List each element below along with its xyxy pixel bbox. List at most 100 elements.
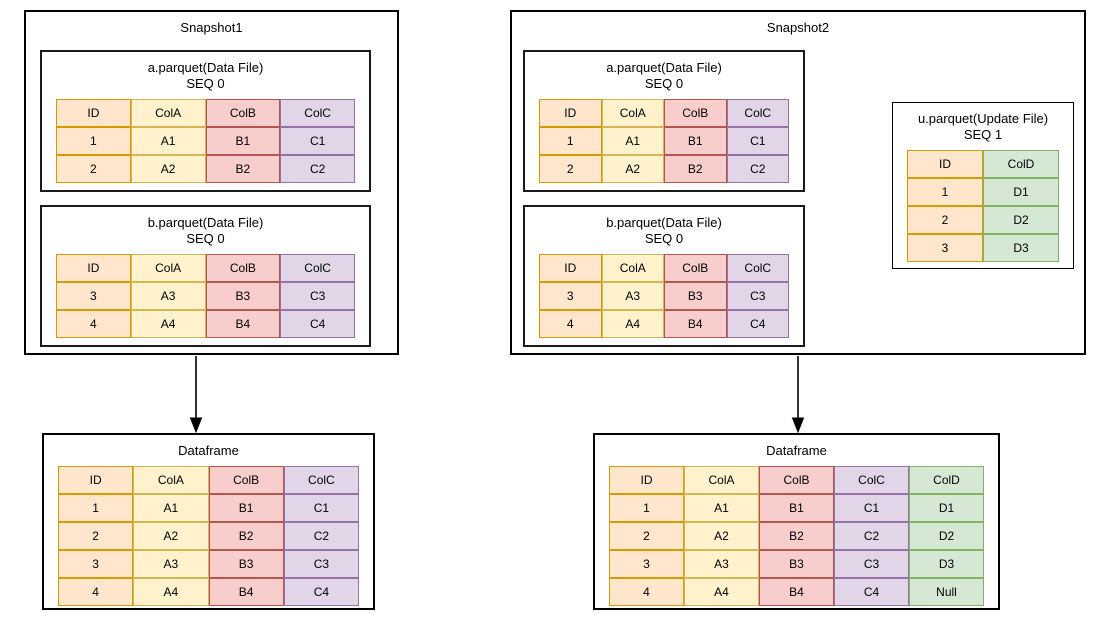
table-cell: A2	[684, 522, 759, 550]
file-a-title: a.parquet(Data File)	[606, 60, 722, 75]
table-cell: 2	[907, 206, 983, 234]
table-cell: 3	[58, 550, 134, 578]
column-header-cell: ColC	[726, 99, 789, 127]
table-cell: 2	[56, 155, 131, 183]
file-b-title: b.parquet(Data File)	[606, 215, 722, 230]
table-cell: C4	[280, 310, 355, 338]
update-file-seq: SEQ 1	[963, 127, 1003, 142]
table-cell: A1	[601, 127, 664, 155]
column-header-cell: ID	[907, 150, 983, 178]
table-cell: C3	[283, 550, 359, 578]
table-cell: B3	[759, 550, 834, 578]
table-cell: A4	[130, 310, 206, 338]
table-cell: A2	[130, 155, 206, 183]
table-cell: A3	[601, 282, 664, 310]
table-cell: C2	[280, 155, 355, 183]
table-cell: 1	[907, 178, 983, 206]
column-header-cell: ColD	[983, 150, 1059, 178]
column-header-cell: ColB	[205, 99, 281, 127]
column-header-cell: ID	[609, 466, 684, 494]
table-cell: B1	[759, 494, 834, 522]
table-cell: 1	[539, 127, 602, 155]
table-cell: A1	[130, 127, 206, 155]
table-cell: A3	[684, 550, 759, 578]
table-cell: A4	[684, 578, 759, 606]
column-header-cell: ID	[539, 99, 602, 127]
column-header-cell: ColB	[759, 466, 834, 494]
column-header-cell: ColC	[280, 254, 355, 282]
table-cell: Null	[909, 578, 984, 606]
table-cell: B4	[664, 310, 727, 338]
table-cell: 1	[56, 127, 131, 155]
table-cell: 4	[56, 310, 131, 338]
snapshot1-title: Snapshot1	[180, 20, 243, 35]
file-a-seq: SEQ 0	[644, 76, 684, 91]
column-header-cell: ID	[56, 99, 131, 127]
file-b-seq: SEQ 0	[644, 231, 684, 246]
table-cell: 4	[609, 578, 684, 606]
table-cell: 4	[539, 310, 602, 338]
table-cell: C2	[283, 522, 359, 550]
table-cell: B1	[208, 494, 284, 522]
column-header-cell: ID	[56, 254, 131, 282]
table-cell: B4	[205, 310, 281, 338]
table-cell: 3	[539, 282, 602, 310]
file-a-seq: SEQ 0	[186, 76, 225, 91]
table-cell: D2	[909, 522, 984, 550]
table-cell: A4	[133, 578, 209, 606]
table-cell: D3	[983, 234, 1059, 262]
column-header-cell: ID	[58, 466, 134, 494]
table-cell: 3	[907, 234, 983, 262]
table-cell: 2	[58, 522, 134, 550]
column-header-cell: ColC	[283, 466, 359, 494]
table-cell: C4	[834, 578, 909, 606]
table-cell: 4	[58, 578, 134, 606]
column-header-cell: ColA	[601, 254, 664, 282]
column-header-cell: ColB	[208, 466, 284, 494]
arrow-snapshot2-to-dataframe2	[791, 356, 805, 434]
table-cell: A4	[601, 310, 664, 338]
column-header-cell: ColA	[133, 466, 209, 494]
table-cell: B3	[208, 550, 284, 578]
table-cell: 2	[539, 155, 602, 183]
table-cell: C2	[726, 155, 789, 183]
table-cell: B4	[208, 578, 284, 606]
file-a-title: a.parquet(Data File)	[147, 60, 264, 75]
column-header-cell: ColA	[130, 254, 206, 282]
column-header-cell: ColA	[130, 99, 206, 127]
table-cell: 1	[609, 494, 684, 522]
column-header-cell: ColA	[684, 466, 759, 494]
table-cell: 3	[609, 550, 684, 578]
column-header-cell: ColB	[664, 254, 727, 282]
table-cell: C4	[283, 578, 359, 606]
